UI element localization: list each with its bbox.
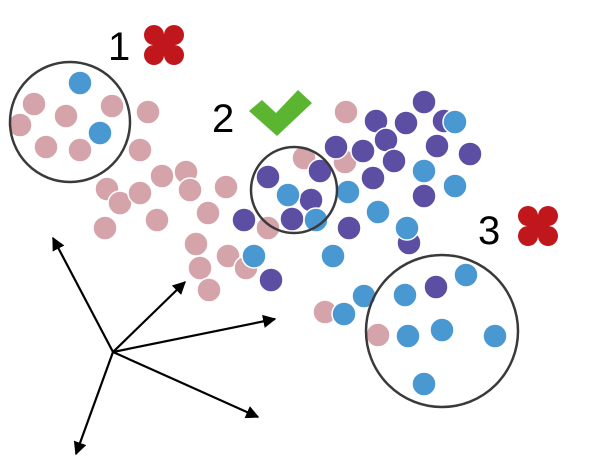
label-1: 1 — [108, 25, 130, 69]
pink-point — [92, 215, 118, 241]
blue-point — [429, 317, 455, 343]
pink-point — [135, 99, 161, 125]
blue-point — [335, 179, 361, 205]
pink-point — [53, 103, 79, 129]
blue-point — [394, 215, 420, 241]
pink-point — [187, 255, 213, 281]
blue-point — [411, 371, 437, 397]
pink-point — [213, 174, 239, 200]
axis-arrow-down-right — [112, 350, 260, 419]
pink-point — [333, 99, 359, 125]
blue-point — [351, 283, 377, 309]
pink-point — [144, 207, 170, 233]
blue-point — [482, 323, 508, 349]
purple-point — [255, 164, 281, 190]
neighbourhood-circle-1 — [8, 60, 132, 184]
pink-point — [33, 134, 59, 160]
pink-point — [21, 91, 47, 117]
pink-point — [127, 137, 153, 163]
pink-point — [107, 190, 133, 216]
purple-point — [231, 207, 257, 233]
purple-point — [323, 134, 349, 160]
blue-point — [67, 70, 93, 96]
cross-icon — [518, 206, 558, 246]
pink-point — [196, 277, 222, 303]
axis-arrow-right — [112, 314, 277, 354]
pink-point — [7, 112, 33, 138]
blue-point — [411, 158, 437, 184]
pink-point — [149, 163, 175, 189]
blue-point — [87, 120, 113, 146]
blue-point — [331, 301, 357, 327]
cross-icon — [144, 25, 184, 65]
pink-point — [365, 322, 391, 348]
blue-point — [241, 243, 267, 269]
purple-point — [336, 215, 362, 241]
blue-point — [392, 282, 418, 308]
axis-arrow-up-left — [52, 236, 114, 353]
blue-point — [303, 207, 329, 233]
blue-point — [395, 323, 421, 349]
pink-point — [127, 180, 153, 206]
purple-point — [393, 110, 419, 136]
purple-point — [360, 165, 386, 191]
label-2: 2 — [212, 97, 234, 141]
purple-point — [279, 206, 305, 232]
purple-point — [258, 267, 284, 293]
purple-point — [457, 141, 483, 167]
neighbourhood-circle-3 — [364, 253, 520, 409]
blue-point — [453, 262, 479, 288]
purple-point — [350, 138, 376, 164]
label-3: 3 — [478, 209, 500, 253]
neighbourhood-circle-2 — [249, 145, 339, 235]
blue-point — [275, 182, 301, 208]
pink-point — [177, 177, 203, 203]
pink-point — [255, 215, 281, 241]
purple-point — [381, 148, 407, 174]
check-icon — [249, 90, 312, 136]
purple-point — [411, 89, 437, 115]
purple-point — [423, 274, 449, 300]
pink-point — [215, 243, 241, 269]
axis-arrow-down — [73, 351, 115, 456]
purple-point — [411, 183, 437, 209]
pink-point — [195, 200, 221, 226]
pink-point — [67, 137, 93, 163]
neighbourhood-circles — [8, 60, 520, 409]
blue-point — [320, 243, 346, 269]
pink-point — [183, 231, 209, 257]
axis-arrow-up-right — [112, 281, 186, 353]
blue-point — [365, 199, 391, 225]
purple-point — [424, 133, 450, 159]
blue-point — [442, 173, 468, 199]
points-group — [7, 70, 508, 397]
axes-group — [52, 236, 277, 456]
blue-point — [442, 109, 468, 135]
pink-point — [99, 93, 125, 119]
